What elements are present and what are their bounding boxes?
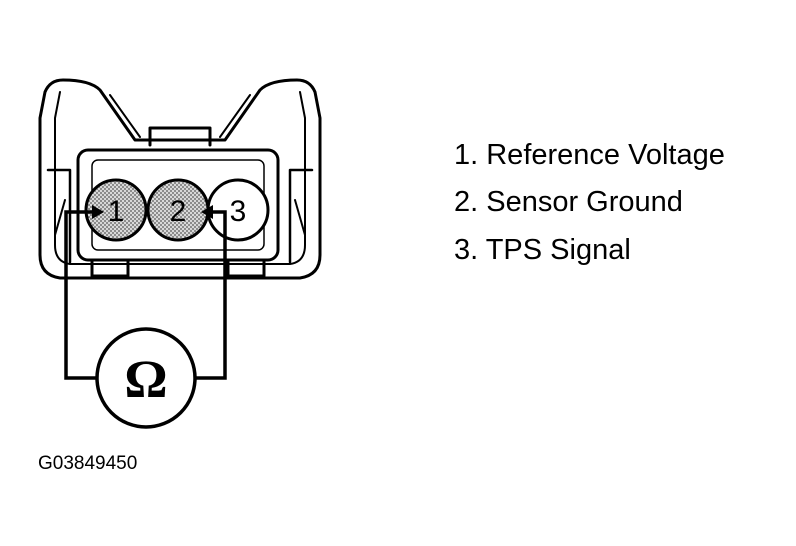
probe-leads [64,210,227,380]
pin-3: 3 [206,178,270,242]
legend-item-tps-signal: 3. TPS Signal [454,234,631,266]
legend-item-reference-voltage: 1. Reference Voltage [454,139,725,171]
legend-item-sensor-ground: 2. Sensor Ground [454,186,683,218]
probe-arrows [92,205,213,219]
pin-1-shading [84,178,148,242]
ohmmeter-icon: Ω [95,327,197,429]
pin-2: 2 [146,178,210,242]
pin-3-label: 3 [230,195,247,228]
probe-lead-pin-1 [64,210,100,380]
figure-id: G03849450 [38,453,138,474]
probe-arrow-pin-1 [92,205,104,219]
pin-1-label: 1 [108,195,125,228]
connector-housing [38,78,322,280]
probe-lead-pin-3 [194,210,227,380]
ohm-symbol: Ω [124,349,167,409]
pin-2-label: 2 [170,195,187,228]
probe-arrow-pin-3 [201,205,213,219]
pin-1: 1 [84,178,148,242]
